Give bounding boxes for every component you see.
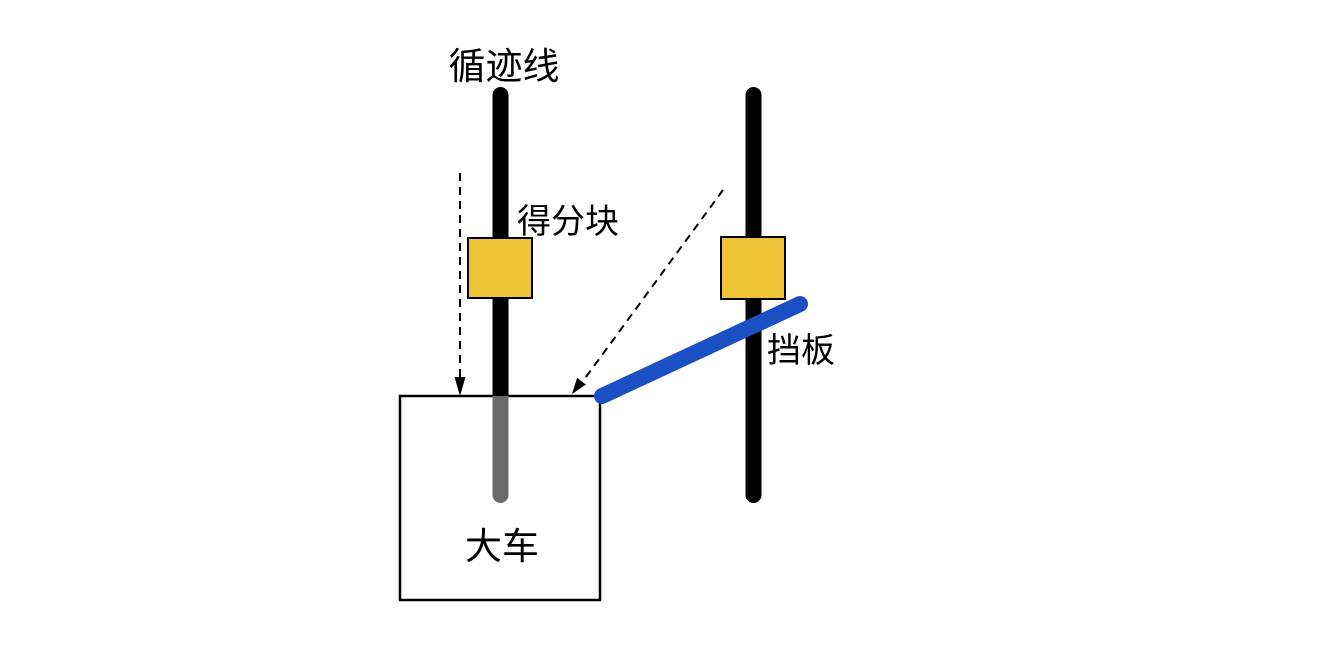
dashed-arrow-left-head <box>454 377 466 396</box>
score-block-right <box>720 236 786 300</box>
label-score-block: 得分块 <box>517 203 619 241</box>
label-track-line: 循迹线 <box>449 46 560 88</box>
track-line-left-top-cap <box>492 87 509 103</box>
label-baffle: 挡板 <box>767 332 835 370</box>
dashed-arrow-diagonal-head <box>572 377 586 394</box>
score-block-left <box>467 237 533 299</box>
label-cart: 大车 <box>465 526 539 568</box>
dashed-arrow-diagonal-line <box>582 189 724 382</box>
track-line-left-inside-cart <box>492 396 509 495</box>
baffle-bar <box>594 296 808 404</box>
track-line-left-inside-cart-cap <box>492 487 509 503</box>
